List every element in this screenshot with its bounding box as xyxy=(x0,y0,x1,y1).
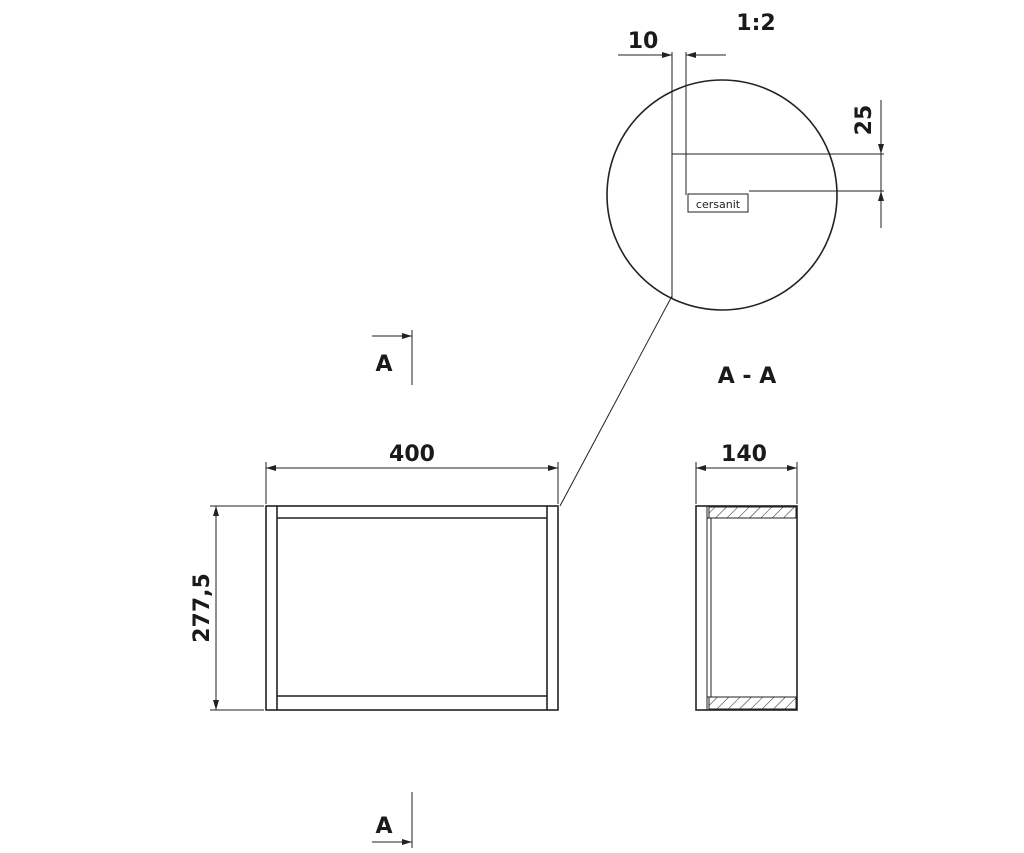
height-dimension: 277,5 xyxy=(190,505,264,711)
front-outer-frame xyxy=(265,505,559,711)
section-label-top: A xyxy=(375,352,392,377)
detail-leader xyxy=(559,295,673,507)
detail-offset-y: 25 xyxy=(852,105,877,136)
depth-value: 140 xyxy=(721,442,767,467)
detail-view: cersanit xyxy=(559,52,884,507)
section-marker-top: A xyxy=(372,330,413,385)
width-dimension: 400 xyxy=(265,442,559,504)
detail-dimension-25: 25 xyxy=(852,100,884,228)
section-outer xyxy=(695,505,798,711)
detail-offset-x: 10 xyxy=(628,29,659,54)
detail-circle xyxy=(606,79,838,311)
section-bottom-shelf xyxy=(708,696,797,710)
section-top-shelf xyxy=(708,506,797,519)
width-value: 400 xyxy=(389,442,435,467)
section-view xyxy=(695,505,798,711)
scale-label: 1:2 xyxy=(736,11,775,36)
height-value: 277,5 xyxy=(190,573,215,643)
brand-plate xyxy=(687,193,749,213)
section-marker-bottom: A xyxy=(372,792,413,848)
section-label-bottom: A xyxy=(375,814,392,839)
section-title: A - A xyxy=(718,364,777,389)
detail-dimension-10: 10 xyxy=(618,29,726,58)
brand-label: cersanit xyxy=(696,198,741,211)
front-view xyxy=(265,505,559,711)
depth-dimension: 140 xyxy=(695,442,798,504)
